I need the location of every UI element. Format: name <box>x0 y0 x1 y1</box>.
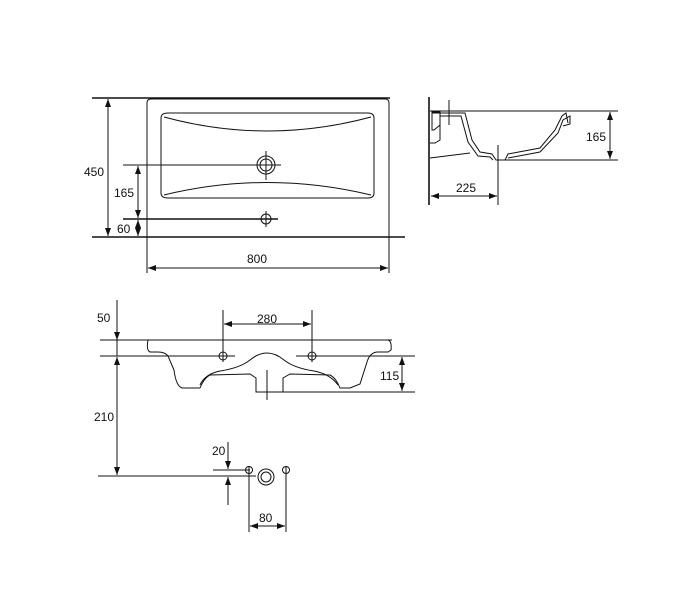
front-view: 280 115 50 210 20 80 <box>94 300 415 532</box>
dim-115: 115 <box>380 369 399 383</box>
basin-curve-top <box>163 116 372 132</box>
dim-225: 225 <box>456 181 476 195</box>
basin-curve-bottom <box>163 182 372 196</box>
dim-50: 50 <box>97 311 111 325</box>
basin-outline <box>160 112 375 199</box>
top-view: 450 165 60 800 <box>84 97 405 273</box>
dim-60: 60 <box>117 222 131 236</box>
sink-profile <box>146 339 392 393</box>
sink-outline <box>146 98 390 237</box>
side-view: 165 225 <box>428 97 618 205</box>
dim-side-165: 165 <box>586 130 606 144</box>
dim-800: 800 <box>247 252 267 266</box>
dim-20: 20 <box>212 444 226 458</box>
dim-80: 80 <box>259 511 273 525</box>
dim-450: 450 <box>84 165 104 179</box>
dim-280: 280 <box>257 312 277 326</box>
dim-165: 165 <box>114 186 134 200</box>
dim-210: 210 <box>94 410 114 424</box>
outlet-icon <box>257 468 275 486</box>
